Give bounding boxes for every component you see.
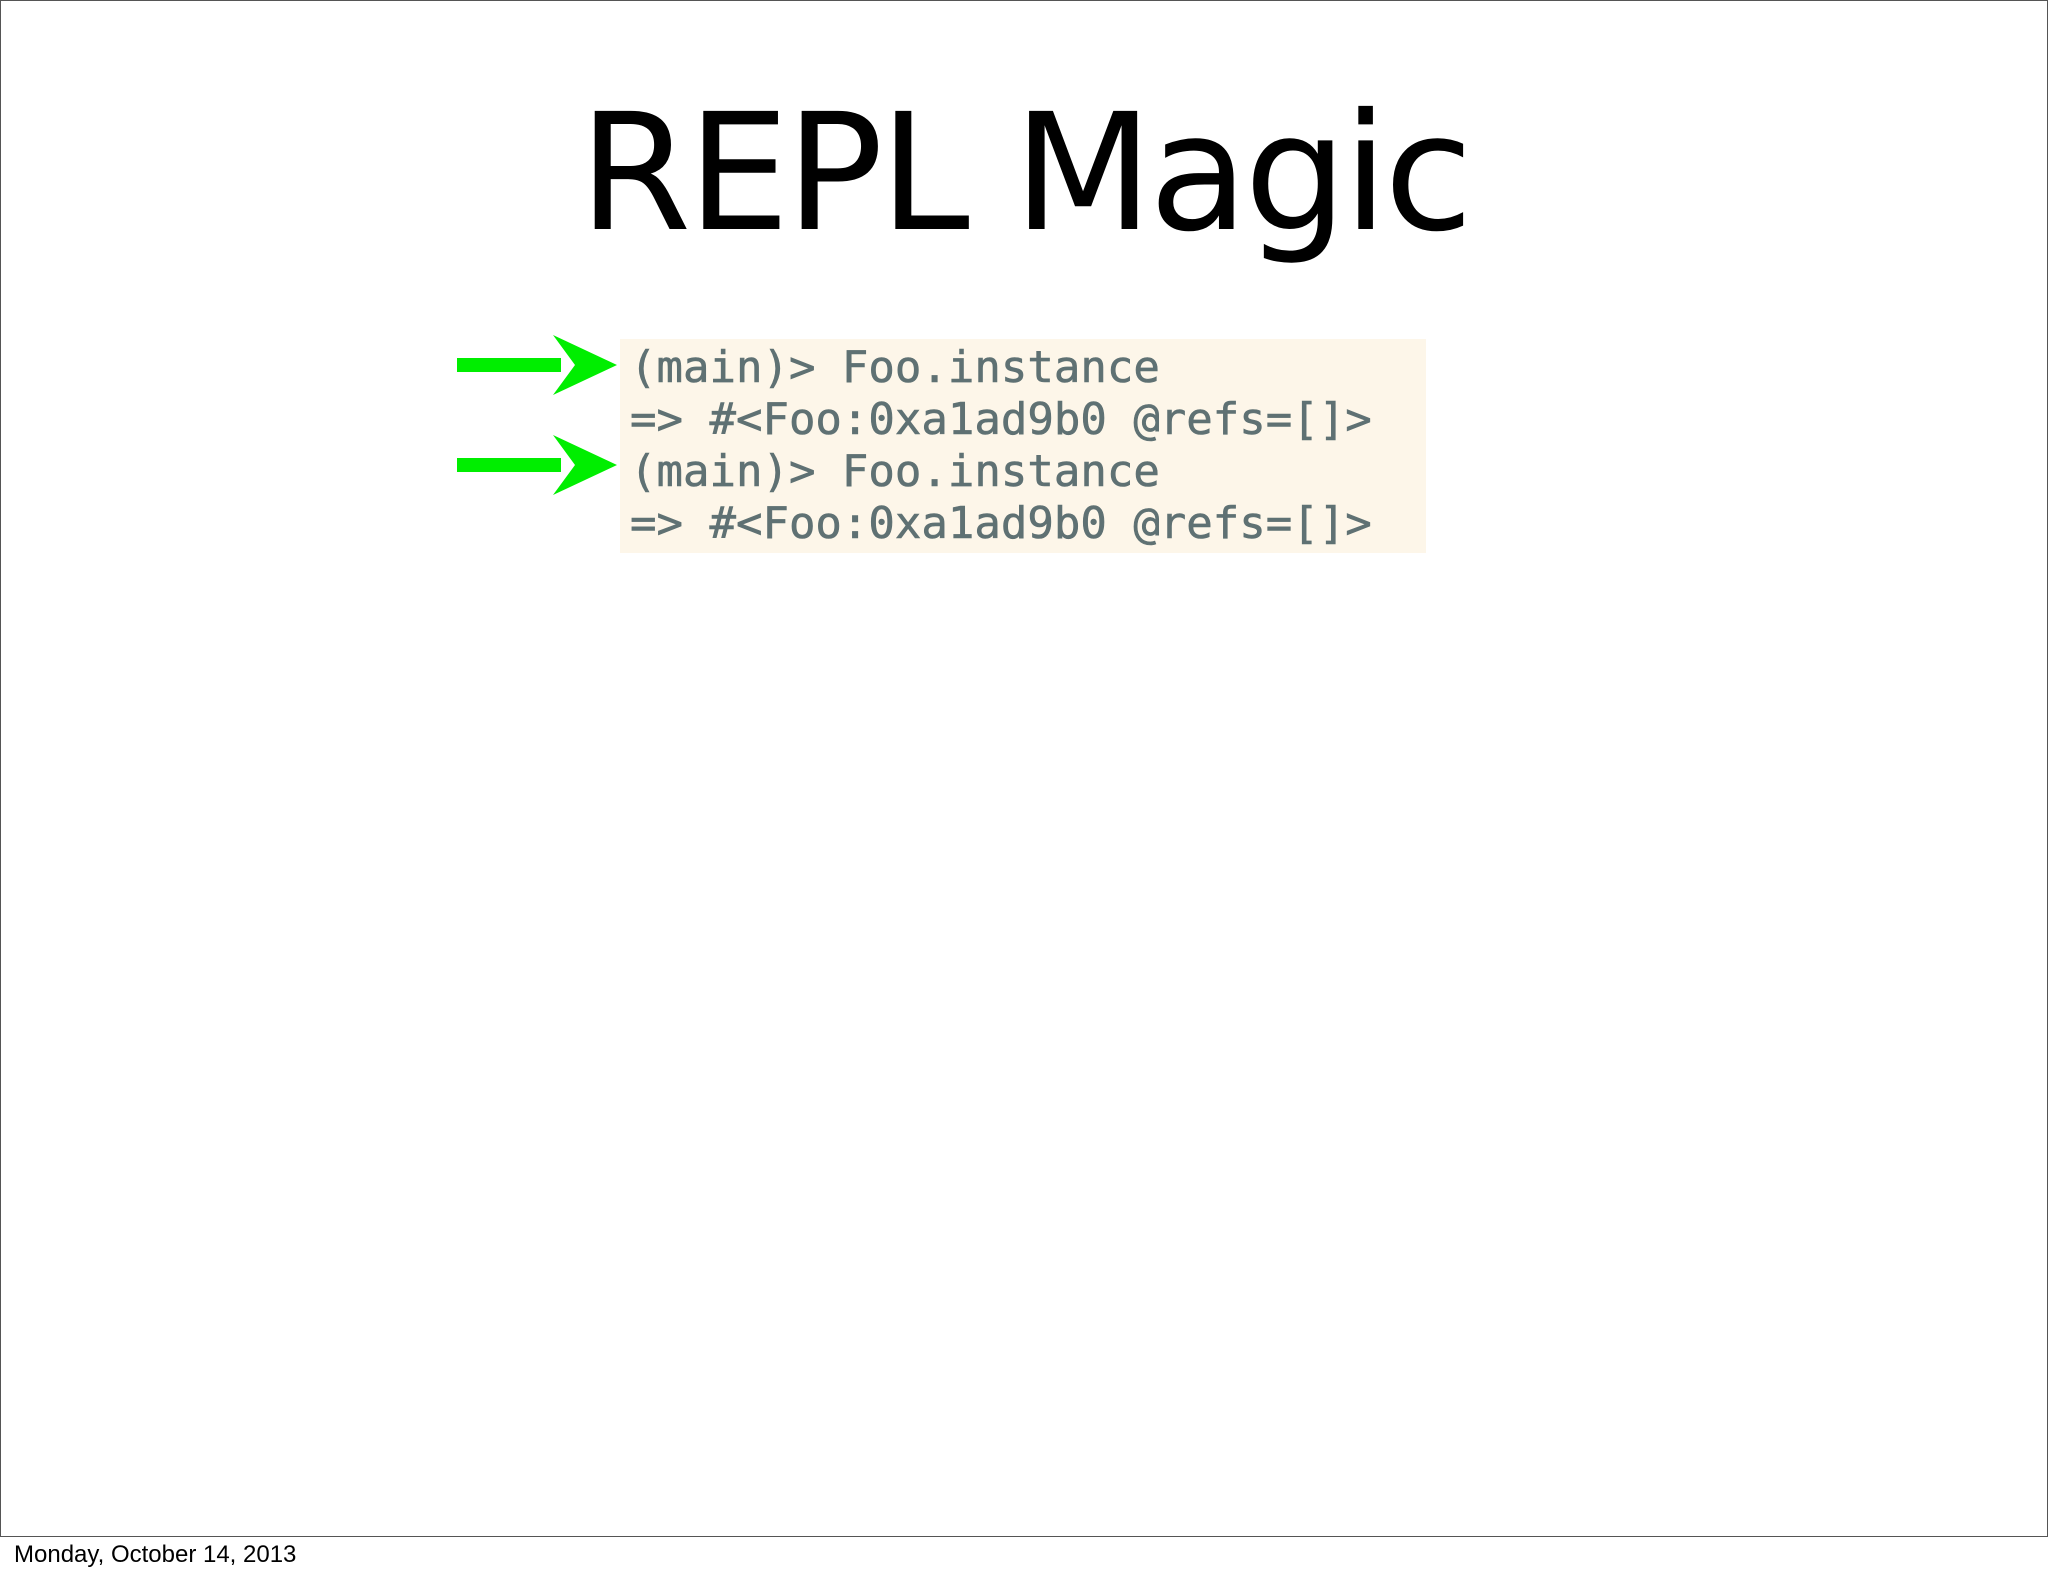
footer-date: Monday, October 14, 2013 bbox=[14, 1541, 297, 1568]
right-arrow-icon bbox=[457, 335, 617, 395]
slide-canvas: REPL Magic (main)> Foo.instance => #<Foo… bbox=[0, 0, 2048, 1537]
repl-input-line: (main)> Foo.instance bbox=[630, 446, 1160, 498]
right-arrow-icon bbox=[457, 435, 617, 495]
repl-output-line: => #<Foo:0xa1ad9b0 @refs=[]> bbox=[630, 394, 1372, 446]
slide-title: REPL Magic bbox=[578, 80, 1473, 268]
repl-code-block: (main)> Foo.instance => #<Foo:0xa1ad9b0 … bbox=[620, 339, 1426, 553]
repl-output-line: => #<Foo:0xa1ad9b0 @refs=[]> bbox=[630, 498, 1372, 550]
repl-input-line: (main)> Foo.instance bbox=[630, 342, 1160, 394]
